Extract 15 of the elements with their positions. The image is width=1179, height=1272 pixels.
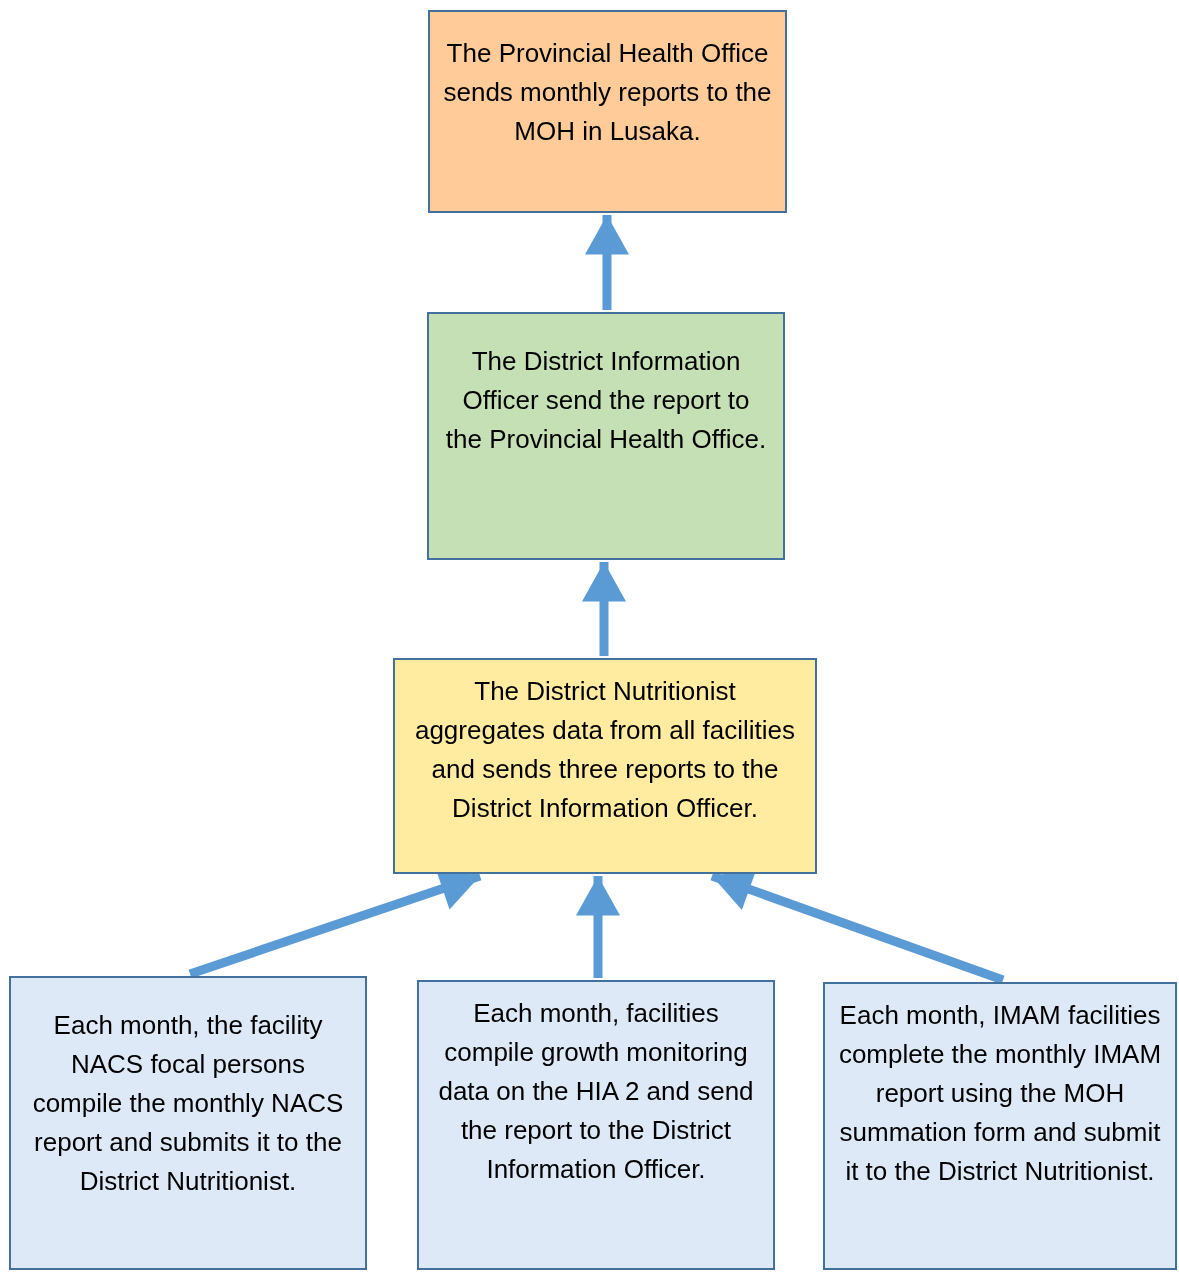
box-text: The Provincial Health Office sends monthly reports to the MOH in Lusaka. bbox=[442, 37, 773, 148]
box-text: The District Information Officer send the report to the Provincial Health Office. bbox=[444, 345, 768, 456]
arrow bbox=[576, 876, 620, 978]
arrow bbox=[582, 562, 626, 656]
process-box bbox=[428, 10, 787, 213]
process-box bbox=[427, 312, 785, 560]
process-box bbox=[9, 976, 367, 1270]
box-text: Each month, the facility NACS focal persons compile the monthly NACS report and submits it to the District Nutritionist. bbox=[31, 1009, 345, 1198]
box-text: Each month, IMAM facilities complete the monthly IMAM report using the MOH summation form and submit it to the District Nutritionist. bbox=[837, 999, 1163, 1188]
arrow bbox=[585, 215, 629, 310]
process-box bbox=[393, 658, 817, 874]
process-box bbox=[417, 980, 775, 1270]
box-text: Each month, facilities compile growth monitoring data on the HIA 2 and send the report to the District Information Officer. bbox=[437, 997, 755, 1186]
process-box bbox=[823, 982, 1177, 1270]
box-text: The District Nutritionist aggregates data from all facilities and sends three reports to the District Information Officer. bbox=[413, 675, 797, 825]
